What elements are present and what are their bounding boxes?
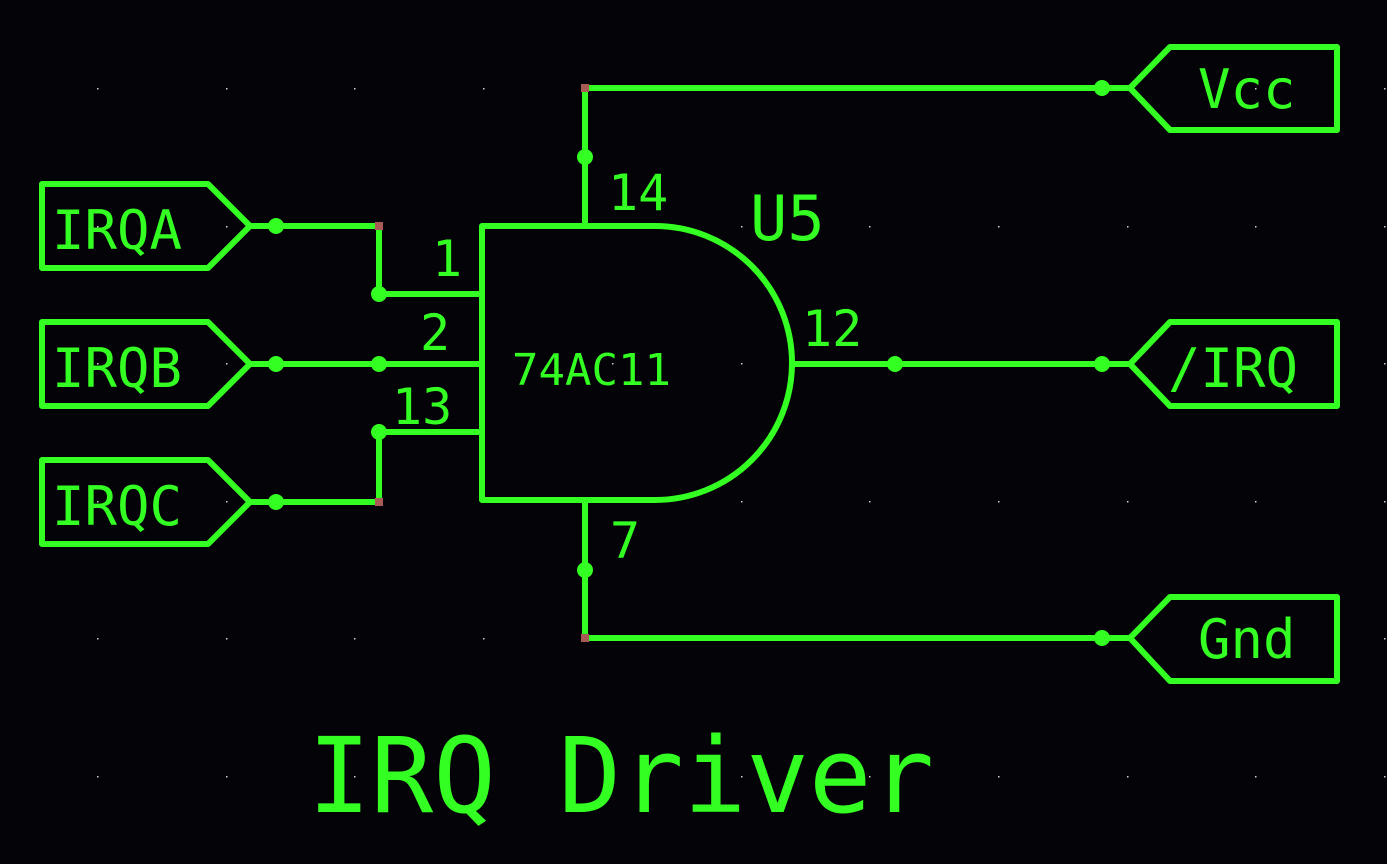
connection-dot (371, 286, 387, 302)
junction-marker (581, 84, 589, 92)
port-vcc-label: Vcc (1198, 58, 1296, 121)
grid-dot (354, 88, 356, 90)
port-gnd[interactable]: Gnd (1127, 594, 1340, 684)
grid-dot (97, 638, 99, 640)
grid-dot (483, 776, 485, 778)
grid-dot (226, 88, 228, 90)
grid-dot (998, 776, 1000, 778)
wire-irqa[interactable] (247, 218, 485, 302)
grid-dot (612, 776, 614, 778)
pin-number-in1: 1 (432, 230, 462, 288)
grid-dot (483, 638, 485, 640)
pin-number-gnd: 7 (610, 512, 640, 570)
port-gnd-label: Gnd (1198, 608, 1296, 671)
pin-number-out: 12 (802, 300, 862, 358)
grid-dot (869, 501, 871, 503)
port-irqa[interactable]: IRQA (39, 181, 253, 271)
grid-dot (741, 363, 743, 365)
connection-dot (371, 356, 387, 372)
grid-dot (1255, 638, 1257, 640)
junction-marker (375, 222, 383, 230)
grid-dot (741, 501, 743, 503)
connection-dot (268, 218, 284, 234)
port-irq-out[interactable]: /IRQ (1127, 319, 1340, 409)
schematic-title: IRQ Driver (308, 715, 934, 837)
wire-vcc[interactable] (577, 80, 1133, 229)
grid-dot (1384, 226, 1386, 228)
reference-designator: U5 (750, 182, 825, 255)
port-irqc-label: IRQC (52, 475, 182, 538)
grid-dot (741, 226, 743, 228)
wire-irq-out[interactable] (789, 356, 1133, 372)
grid-dot (483, 88, 485, 90)
connection-dot (1094, 356, 1110, 372)
grid-dot (1255, 226, 1257, 228)
connection-dot (268, 356, 284, 372)
connection-dot (887, 356, 903, 372)
grid-dot (97, 776, 99, 778)
connection-dot (1094, 80, 1110, 96)
and-gate-u5[interactable]: 74AC11 U5 1 2 13 12 14 7 (392, 164, 862, 570)
grid-dot (1127, 501, 1129, 503)
pin-number-vcc: 14 (608, 164, 668, 222)
port-irqc[interactable]: IRQC (39, 457, 253, 547)
grid-dots (97, 88, 1386, 778)
grid-dot (1127, 776, 1129, 778)
grid-dot (869, 776, 871, 778)
grid-dot (1255, 88, 1257, 90)
grid-dot (741, 776, 743, 778)
grid-dot (612, 363, 614, 365)
grid-dot (354, 638, 356, 640)
grid-dot (354, 776, 356, 778)
grid-dot (1384, 776, 1386, 778)
grid-dot (226, 776, 228, 778)
grid-dot (1255, 501, 1257, 503)
grid-dot (869, 226, 871, 228)
grid-dot (1384, 501, 1386, 503)
connection-dot (577, 562, 593, 578)
wire-gnd[interactable] (577, 497, 1133, 646)
grid-dot (1127, 226, 1129, 228)
junction-marker (375, 498, 383, 506)
connection-dot (577, 149, 593, 165)
part-number: 74AC11 (512, 345, 671, 396)
grid-dot (226, 501, 228, 503)
port-irqb-label: IRQB (52, 337, 182, 400)
pin-number-in2: 2 (420, 304, 450, 362)
grid-dot (97, 226, 99, 228)
port-vcc[interactable]: Vcc (1127, 44, 1340, 133)
grid-dot (226, 363, 228, 365)
grid-dot (998, 226, 1000, 228)
connection-dot (1094, 630, 1110, 646)
wire-irqb[interactable] (247, 356, 485, 372)
grid-dot (97, 501, 99, 503)
connection-dot (371, 424, 387, 440)
grid-dot (97, 88, 99, 90)
grid-dot (1384, 363, 1386, 365)
grid-dot (998, 501, 1000, 503)
connection-dot (268, 494, 284, 510)
grid-dot (226, 638, 228, 640)
grid-dot (97, 363, 99, 365)
junction-marker (581, 634, 589, 642)
grid-dot (1255, 363, 1257, 365)
port-irqa-label: IRQA (52, 199, 182, 262)
port-irq-out-label: /IRQ (1168, 337, 1298, 400)
grid-dot (1384, 638, 1386, 640)
grid-dot (226, 226, 228, 228)
wire-irqc[interactable] (247, 424, 485, 510)
grid-dot (1384, 88, 1386, 90)
grid-dot (1255, 776, 1257, 778)
pin-number-in3: 13 (392, 378, 452, 436)
port-irqb[interactable]: IRQB (39, 319, 253, 409)
